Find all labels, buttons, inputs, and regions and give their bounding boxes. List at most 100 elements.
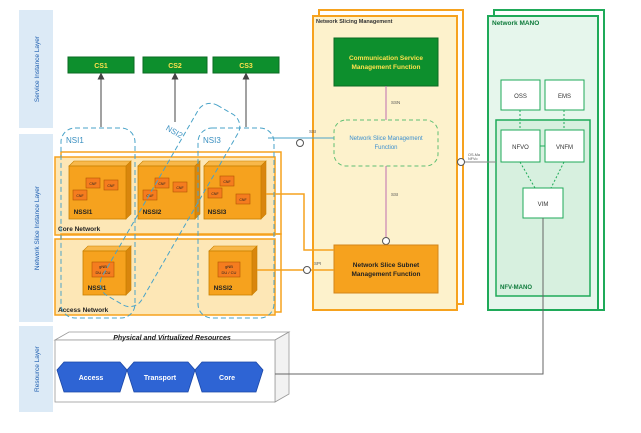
access-nssi2-gnb-line2: DU / CU — [222, 270, 237, 275]
network-slice-instance-layer-band — [19, 134, 53, 322]
resource-access[interactable]: Access — [56, 361, 128, 393]
layer-bands: Service Instance Layer Network Slice Ins… — [19, 10, 53, 412]
access-nssi1-cube-top — [82, 245, 132, 252]
resource-access-shape — [56, 361, 128, 393]
access-nssi2-label: NSSI2 — [214, 285, 233, 292]
resource-transport-shape — [126, 361, 196, 393]
nsi3-outline — [197, 127, 275, 319]
nsi-nsmf-interface-label: SSI — [309, 129, 316, 134]
core-nssi1-cnf3-label: CNF — [76, 194, 83, 198]
oss-label: OSS — [514, 94, 527, 100]
core-nssi2-cnf1-label: CNF — [158, 182, 165, 186]
resources-title: Physical and Virtualized Resources — [113, 335, 231, 342]
cs3-label: CS3 — [239, 63, 253, 70]
core-nssi2[interactable]: CNF CNF CNF NSSI2 — [137, 160, 201, 220]
vnfm-label: VNFM — [556, 145, 573, 151]
nsi1-outline — [60, 127, 136, 319]
csmf-label-line2: Management Function — [352, 64, 421, 71]
csmf-box[interactable] — [333, 37, 439, 87]
nsm-mano-link: OS-Ma NFVo — [457, 153, 496, 166]
access-network: Access Network gNB DU / CU NSSI1 gNB DU … — [54, 233, 282, 316]
core-nssi2-cnf2 — [172, 181, 188, 193]
nssi-nssmf-links: SPI — [257, 193, 334, 274]
mano-interface-label-line2: NFVo — [468, 157, 478, 161]
core-nssi3-cnf3 — [235, 193, 251, 205]
nssi-nssmf-interface-label: SPI — [314, 261, 321, 266]
ems-label: EMS — [558, 94, 571, 100]
resource-core-shape — [194, 361, 264, 393]
resource-access-label: Access — [79, 375, 104, 382]
service-instance-layer-label: Service Instance Layer — [34, 35, 41, 102]
service-instance-layer-band — [19, 10, 53, 128]
access-network-label: Access Network — [58, 307, 109, 314]
access-nssi1[interactable]: gNB DU / CU NSSI1 — [82, 245, 132, 296]
core-nssi2-cube-top — [137, 160, 201, 167]
mano-title: Network MANO — [492, 20, 539, 27]
core-nssi1-cnf2-label: CNF — [107, 184, 114, 188]
core-nssi1-cnf2 — [103, 179, 119, 191]
csmf-nsmf-interface-label: SSN — [391, 100, 400, 105]
cs2-label: CS2 — [168, 63, 182, 70]
core-nssi1[interactable]: CNF CNF CNF NSSI1 — [68, 160, 132, 220]
nsm-mano-connector — [457, 158, 465, 166]
core-network: Core Network CNF CNF CNF NSSI1 CNF CNF C… — [54, 151, 282, 236]
network-slicing-management-panel: Network Slicing Management Communication… — [312, 9, 464, 311]
vim-resources-link — [275, 218, 544, 375]
resource-layer-band — [19, 326, 53, 412]
nsi-nsmf-connector — [296, 139, 304, 147]
nsmf-nssmf-interface-label: SSI — [391, 192, 398, 197]
core-nssi2-cnf3-label: CNF — [146, 194, 153, 198]
core-nssi3-cnf3-label: CNF — [239, 198, 246, 202]
core-nssi3-cnf2 — [207, 187, 223, 199]
access-nssi2[interactable]: gNB DU / CU NSSI2 — [208, 245, 258, 296]
nsi-nsmf-link: SSI — [268, 129, 334, 147]
access-nssi2-cube-side — [251, 245, 258, 296]
core-nssi2-cnf2-label: CNF — [176, 186, 183, 190]
cs1-label: CS1 — [94, 63, 108, 70]
core-nssi3-label: NSSI3 — [208, 209, 227, 216]
core-nssi3[interactable]: CNF CNF CNF NSSI3 — [203, 160, 267, 220]
nssi-nssmf-connector — [303, 266, 311, 274]
nsi2-outline — [99, 102, 241, 308]
network-slice-instance-layer-label: Network Slice Instance Layer — [34, 185, 41, 270]
network-mano-panel: Network MANO OSS EMS NFVO VNFM VIM NFV-M… — [487, 9, 605, 311]
access-nssi1-cube-side — [125, 245, 132, 296]
core-nssi3-cnf2-label: CNF — [211, 192, 218, 196]
core-nssi1-cube-top — [68, 160, 132, 167]
access-nssi1-label: NSSI1 — [88, 285, 107, 292]
nfvo-vim-link — [519, 161, 536, 189]
nssmf-box[interactable] — [333, 244, 439, 294]
nssmf-label-line2: Management Function — [352, 271, 421, 278]
access-nssi1-gnb-line2: DU / CU — [96, 270, 111, 275]
resource-transport-label: Transport — [144, 375, 177, 382]
core-nssi1-cnf3 — [72, 189, 88, 201]
resource-layer-label: Resource Layer — [34, 345, 41, 392]
core-nssi1-label: NSSI1 — [74, 209, 93, 216]
mano-interface-label-line1: OS-Ma — [468, 153, 481, 157]
oss-box[interactable] — [500, 79, 541, 111]
nssmf-interface-connector — [382, 237, 390, 245]
ems-box[interactable] — [544, 79, 585, 111]
resource-core[interactable]: Core — [194, 361, 264, 393]
nsi2-label: NSI2 — [164, 124, 184, 141]
access-nssi2-cube-top — [208, 245, 258, 252]
core-nssi3-cube-top — [203, 160, 267, 167]
resource-transport[interactable]: Transport — [126, 361, 196, 393]
access-nssi2-gnb-line1: gNB — [225, 264, 233, 269]
csmf-label-line1: Communication Service — [349, 55, 423, 62]
nsi3-label: NSI3 — [203, 136, 221, 145]
core-nssi2-label: NSSI2 — [143, 209, 162, 216]
core-nssi1-cnf1-label: CNF — [89, 182, 96, 186]
vnfm-vim-link — [550, 161, 565, 189]
resources-panel-side — [274, 331, 290, 403]
access-nssi1-gnb-line1: gNB — [99, 264, 107, 269]
core-nssi2-cnf1 — [154, 177, 170, 189]
nfvo-label: NFVO — [512, 145, 529, 151]
core-nssi1-cube-side — [125, 160, 132, 220]
access-nssi2-gnb — [217, 261, 241, 278]
core-nssi3-to-nssmf-line — [266, 193, 334, 251]
core-network-label: Core Network — [58, 226, 101, 233]
vim-label: VIM — [538, 202, 549, 208]
nsmf-label-line2: Function — [374, 145, 397, 151]
